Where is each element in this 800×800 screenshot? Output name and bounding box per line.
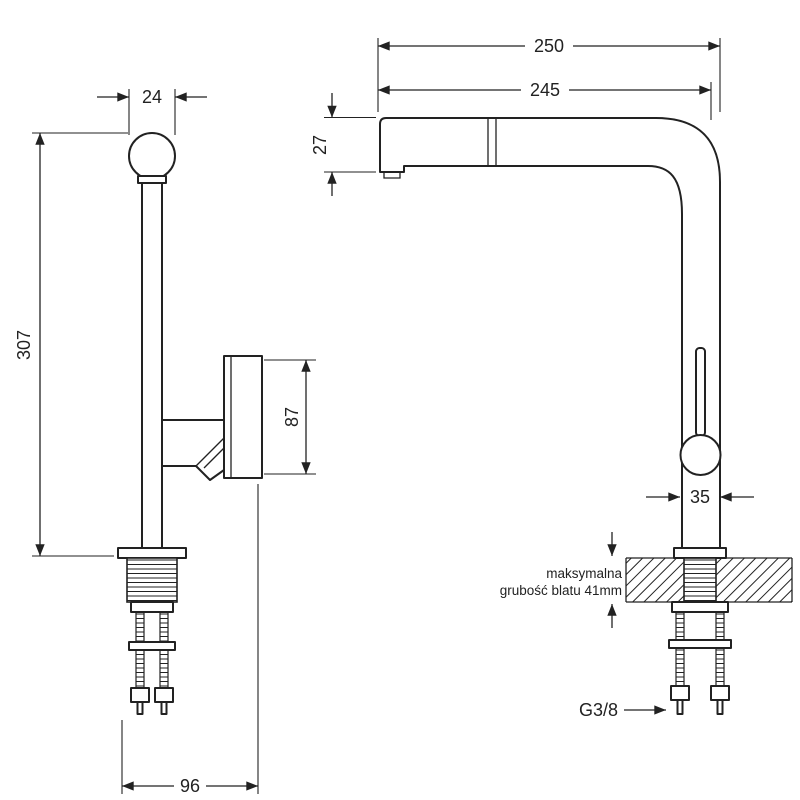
dim-spout-body-height-label: 87 [282, 407, 302, 427]
dim-column-width-label: 35 [690, 487, 710, 507]
front-mounting-studs [135, 611, 169, 697]
front-mounting-bracket [130, 601, 174, 613]
side-handle-lever [679, 347, 722, 476]
dim-base-depth: 96 [121, 484, 259, 796]
front-base-flange [117, 547, 187, 559]
side-handle-ball [679, 434, 722, 476]
hose-thread-label: G3/8 [579, 700, 618, 720]
dim-head-width-label: 24 [142, 87, 162, 107]
side-faucet-body [379, 117, 721, 549]
side-aerator [383, 172, 401, 179]
front-spout-block [223, 355, 263, 479]
dim-total-height-label: 307 [14, 330, 34, 360]
side-mounting-plate [668, 639, 732, 649]
front-neck-collar [137, 175, 167, 184]
side-mounting-studs [675, 611, 725, 693]
front-handle-head [128, 132, 176, 180]
front-threaded-shank [126, 557, 178, 603]
dim-spout-body-height: 87 [264, 359, 316, 475]
front-column [141, 182, 163, 549]
hose-thread-annotation: G3/8 [579, 700, 666, 720]
side-mounting-bracket [671, 601, 729, 613]
dim-spout-height-label: 27 [310, 135, 330, 155]
dim-spout-reach-label: 245 [530, 80, 560, 100]
side-base-flange [673, 547, 727, 559]
front-view: 24 307 87 96 [14, 87, 316, 796]
countertop-note-line1: maksymalna [546, 566, 622, 581]
dim-spout-reach: 245 [378, 80, 712, 120]
countertop-section [625, 557, 793, 603]
side-threaded-shank [683, 557, 717, 603]
side-spout-details [383, 118, 497, 179]
dim-label-mask [521, 80, 569, 99]
front-mounting-plate [128, 641, 176, 651]
dim-spout-height: 27 [310, 93, 376, 196]
dim-total-height: 307 [14, 132, 128, 557]
dim-base-depth-label: 96 [180, 776, 200, 796]
front-spout-connector [161, 419, 225, 481]
dim-label-mask [174, 776, 206, 795]
front-mounting-nuts [130, 687, 174, 715]
front-faucet-body [117, 132, 263, 715]
dim-label-mask [525, 36, 573, 55]
dim-column-width: 35 [646, 487, 754, 507]
dim-total-depth: 250 [377, 36, 721, 112]
side-mounting-nuts [670, 685, 730, 715]
dim-total-depth-label: 250 [534, 36, 564, 56]
countertop-thickness-annotation: maksymalna grubość blatu 41mm [500, 532, 622, 628]
dim-head-width: 24 [97, 87, 207, 135]
side-view: 250 245 27 35 maksymalna grub [310, 36, 793, 720]
countertop-note-line2: grubość blatu 41mm [500, 583, 622, 598]
